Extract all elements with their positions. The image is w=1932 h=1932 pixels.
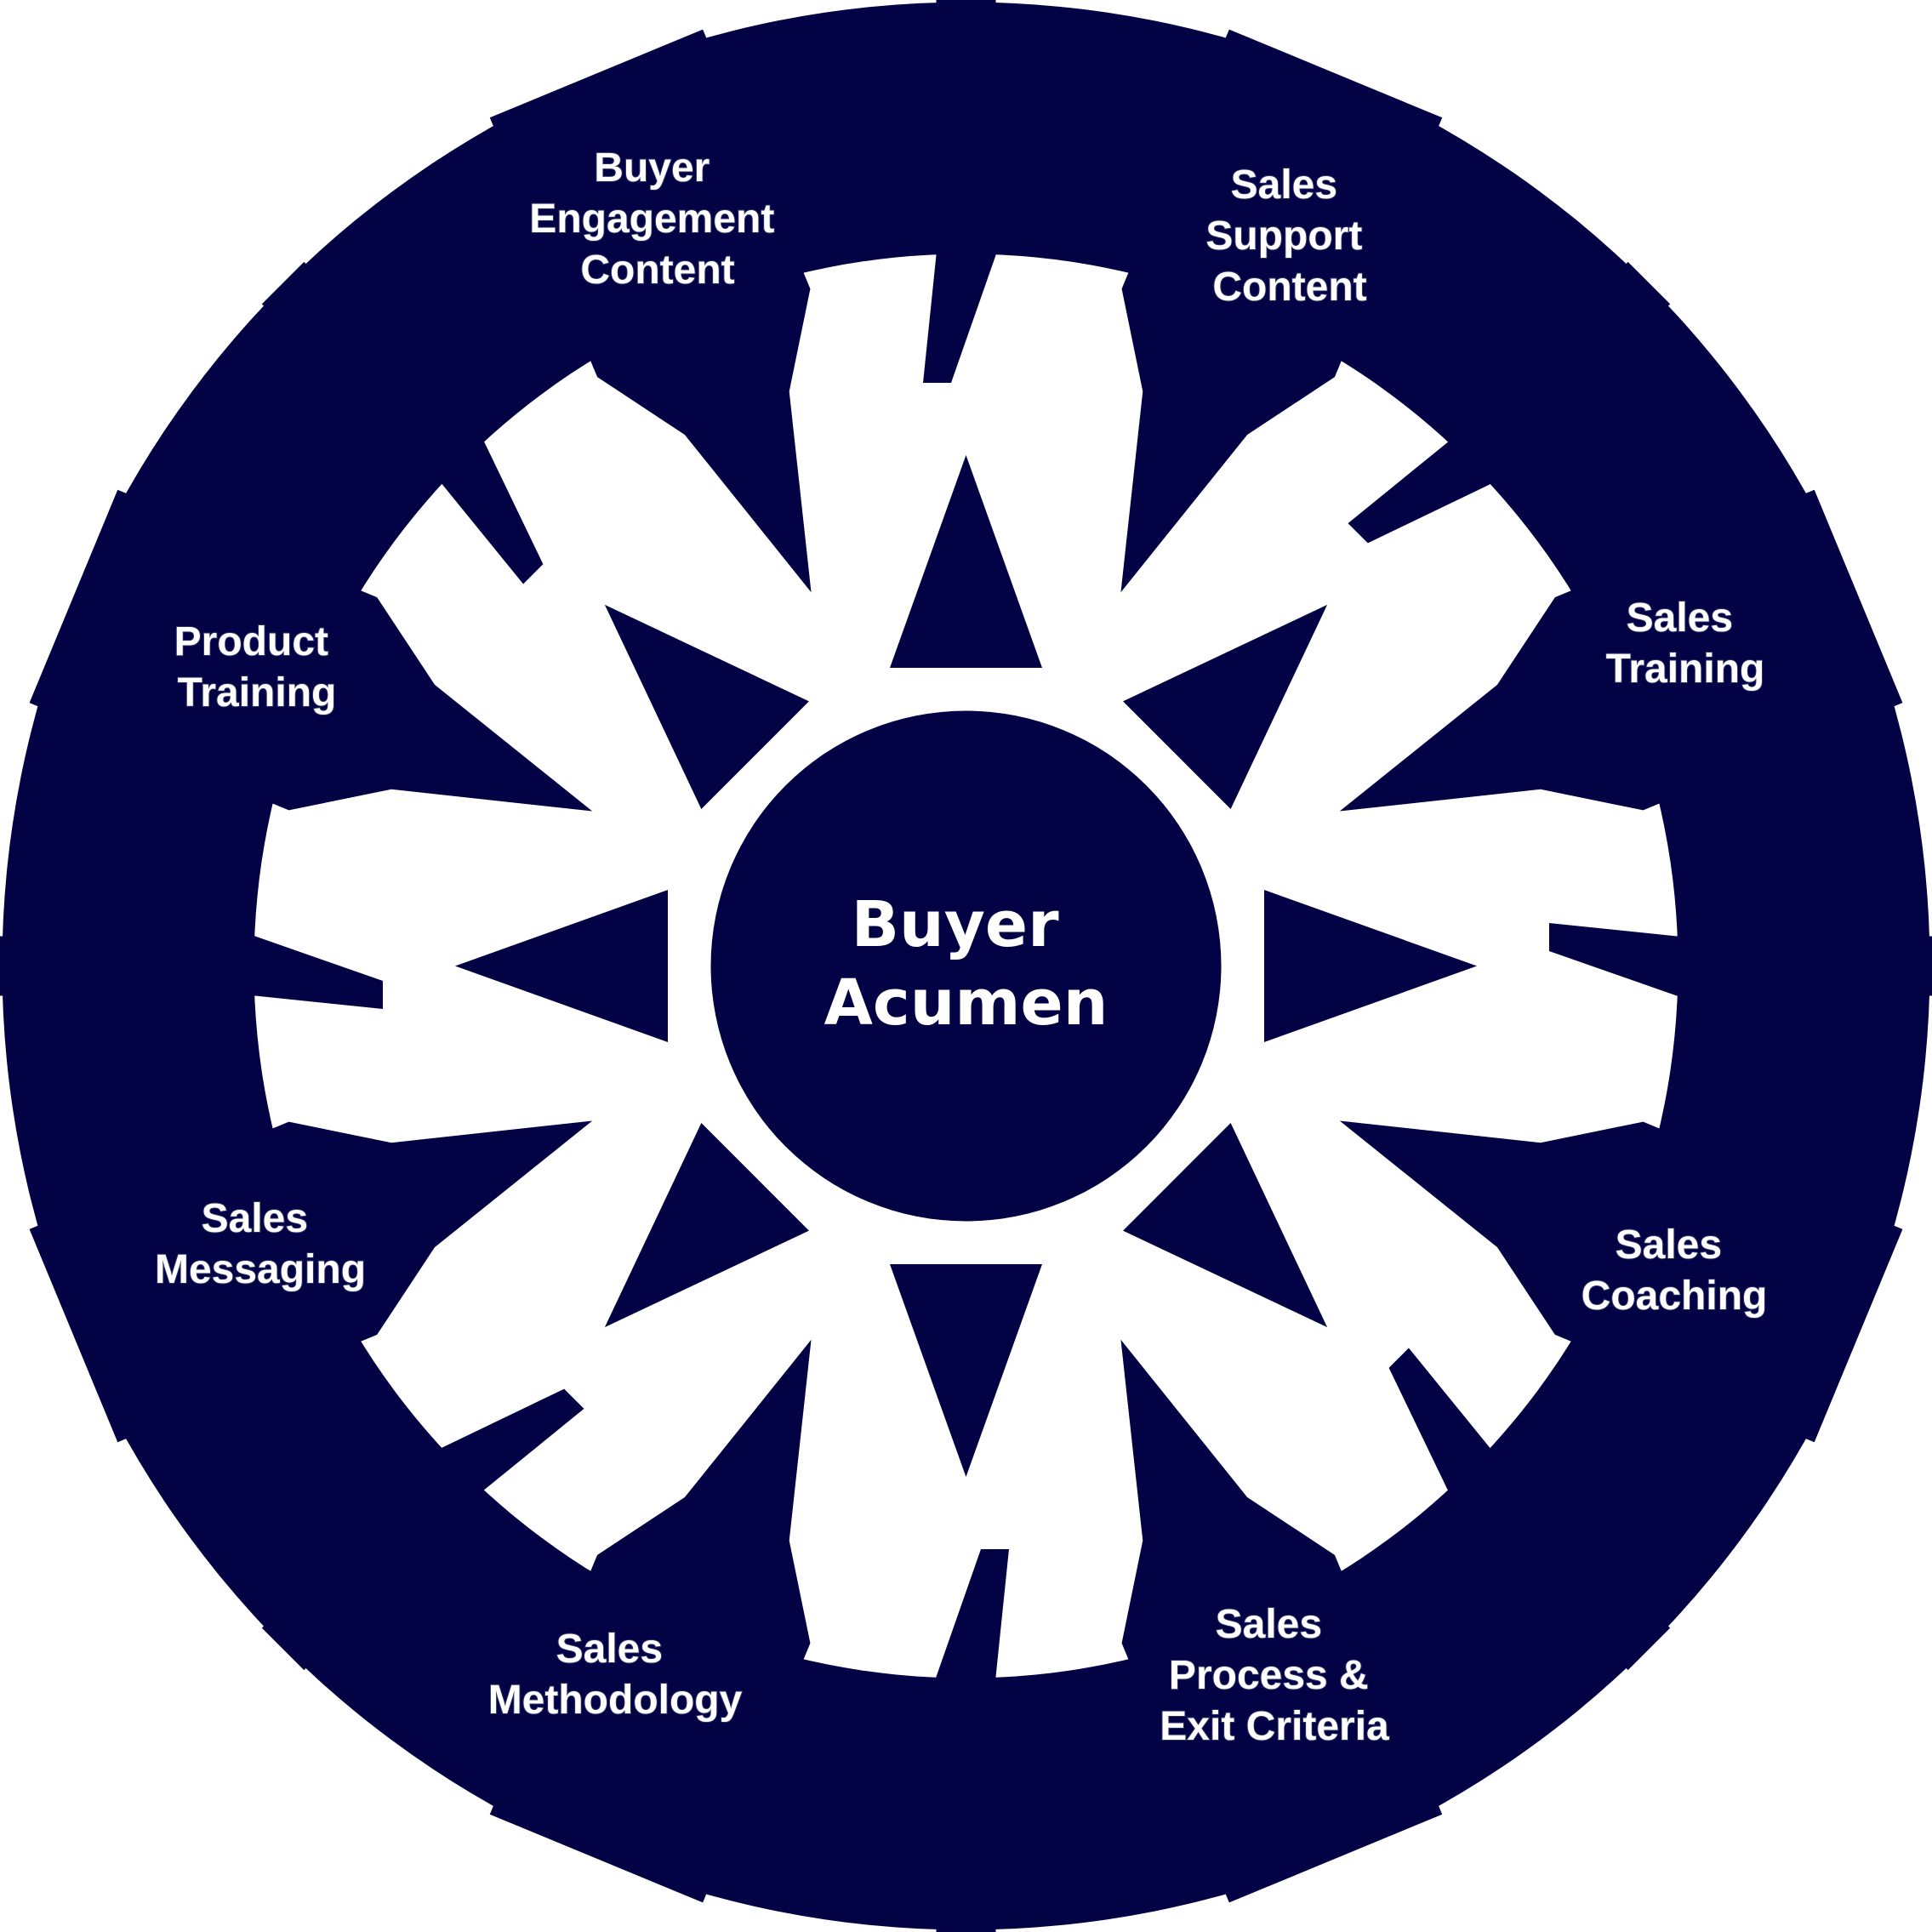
separator-south — [936, 1549, 1009, 1932]
label-sales-methodology: Sales Methodology — [488, 1627, 743, 1723]
lobe-sales-methodology — [489, 1339, 812, 1903]
lobe-product-training — [29, 489, 593, 812]
label-sales-coaching: Sales Coaching — [1582, 1222, 1768, 1319]
triangle-east — [1264, 890, 1477, 1042]
lobe-sales-training — [1339, 489, 1903, 812]
center-label-line-1: Buyer — [852, 888, 1060, 961]
label-sales-support-content: Sales Support Content — [1205, 162, 1373, 310]
triangle-southeast — [1123, 1123, 1328, 1328]
pointer-triangles — [455, 455, 1477, 1477]
separator-northwest — [261, 261, 544, 584]
separator-west — [0, 936, 383, 1009]
separator-north — [923, 0, 996, 383]
lobe-sales-process-exit-criteria — [1120, 1339, 1443, 1903]
triangle-south — [890, 1264, 1042, 1477]
triangle-northeast — [1123, 604, 1328, 809]
lobe-sales-messaging — [29, 1120, 593, 1443]
triangle-northwest — [604, 604, 809, 809]
label-sales-training: Sales Training — [1606, 596, 1765, 692]
label-sales-process-exit-criteria: Sales Process & Exit Criteria — [1160, 1602, 1389, 1749]
label-sales-messaging: Sales Messaging — [155, 1196, 366, 1292]
center-label-line-2: Acumen — [824, 966, 1108, 1040]
lobe-buyer-engagement-content — [489, 29, 812, 593]
segment-lobes — [29, 29, 1903, 1903]
separator-southeast — [1388, 1348, 1671, 1671]
label-buyer-engagement-content: Buyer Engagement Content — [529, 145, 785, 293]
separator-southwest — [261, 1388, 584, 1671]
center-label: Buyer Acumen — [824, 888, 1108, 1040]
label-product-training: Product Training — [174, 619, 340, 715]
separator-east — [1549, 923, 1932, 996]
separator-northeast — [1348, 261, 1671, 544]
lobe-sales-support-content — [1120, 29, 1443, 593]
lobe-sales-coaching — [1339, 1120, 1903, 1443]
triangle-west — [455, 890, 668, 1042]
triangle-southwest — [604, 1123, 809, 1328]
triangle-north — [890, 455, 1042, 668]
center-hub — [710, 710, 1222, 1222]
